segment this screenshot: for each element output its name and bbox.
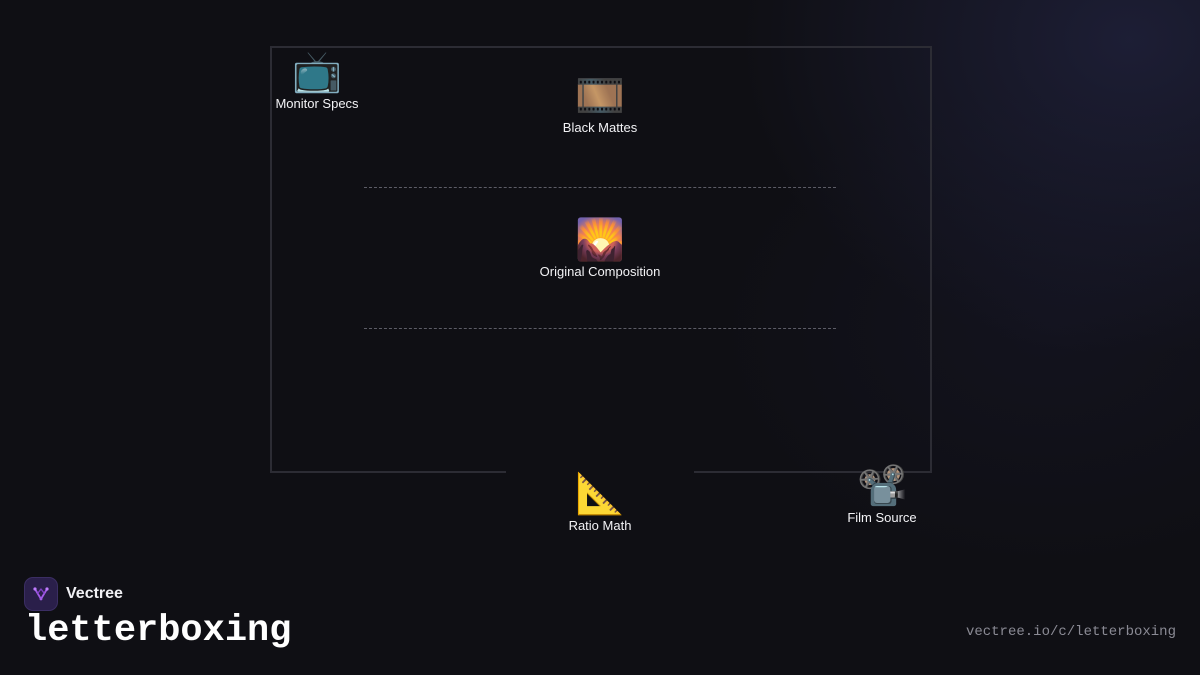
page-title: letterboxing [25,610,292,652]
source-url[interactable]: vectree.io/c/letterboxing [965,624,1176,640]
sunrise-mountains-icon: 🌄 [575,217,625,263]
vectree-logo-icon [24,577,58,611]
brand: Vectree [24,577,123,611]
film-frames-icon: 🎞️ [575,73,625,119]
node-film-source[interactable]: 📽️ Film Source [782,464,982,525]
node-label: Monitor Specs [275,96,359,111]
frame-gap [506,462,694,478]
television-icon: 📺 [292,49,342,95]
node-original-composition[interactable]: 🌄 Original Composition [500,218,700,279]
brand-name: Vectree [66,585,123,602]
top-matte-line [364,187,836,188]
node-label: Ratio Math [568,518,632,533]
node-black-mattes[interactable]: 🎞️ Black Mattes [500,74,700,135]
film-projector-icon: 📽️ [857,463,907,509]
triangular-ruler-icon: 📐 [575,471,625,517]
node-label: Black Mattes [562,120,638,135]
node-label: Original Composition [539,264,661,279]
bottom-matte-line [364,328,836,329]
node-label: Film Source [847,510,917,525]
node-monitor-specs[interactable]: 📺 Monitor Specs [217,50,417,111]
node-ratio-math[interactable]: 📐 Ratio Math [500,472,700,533]
